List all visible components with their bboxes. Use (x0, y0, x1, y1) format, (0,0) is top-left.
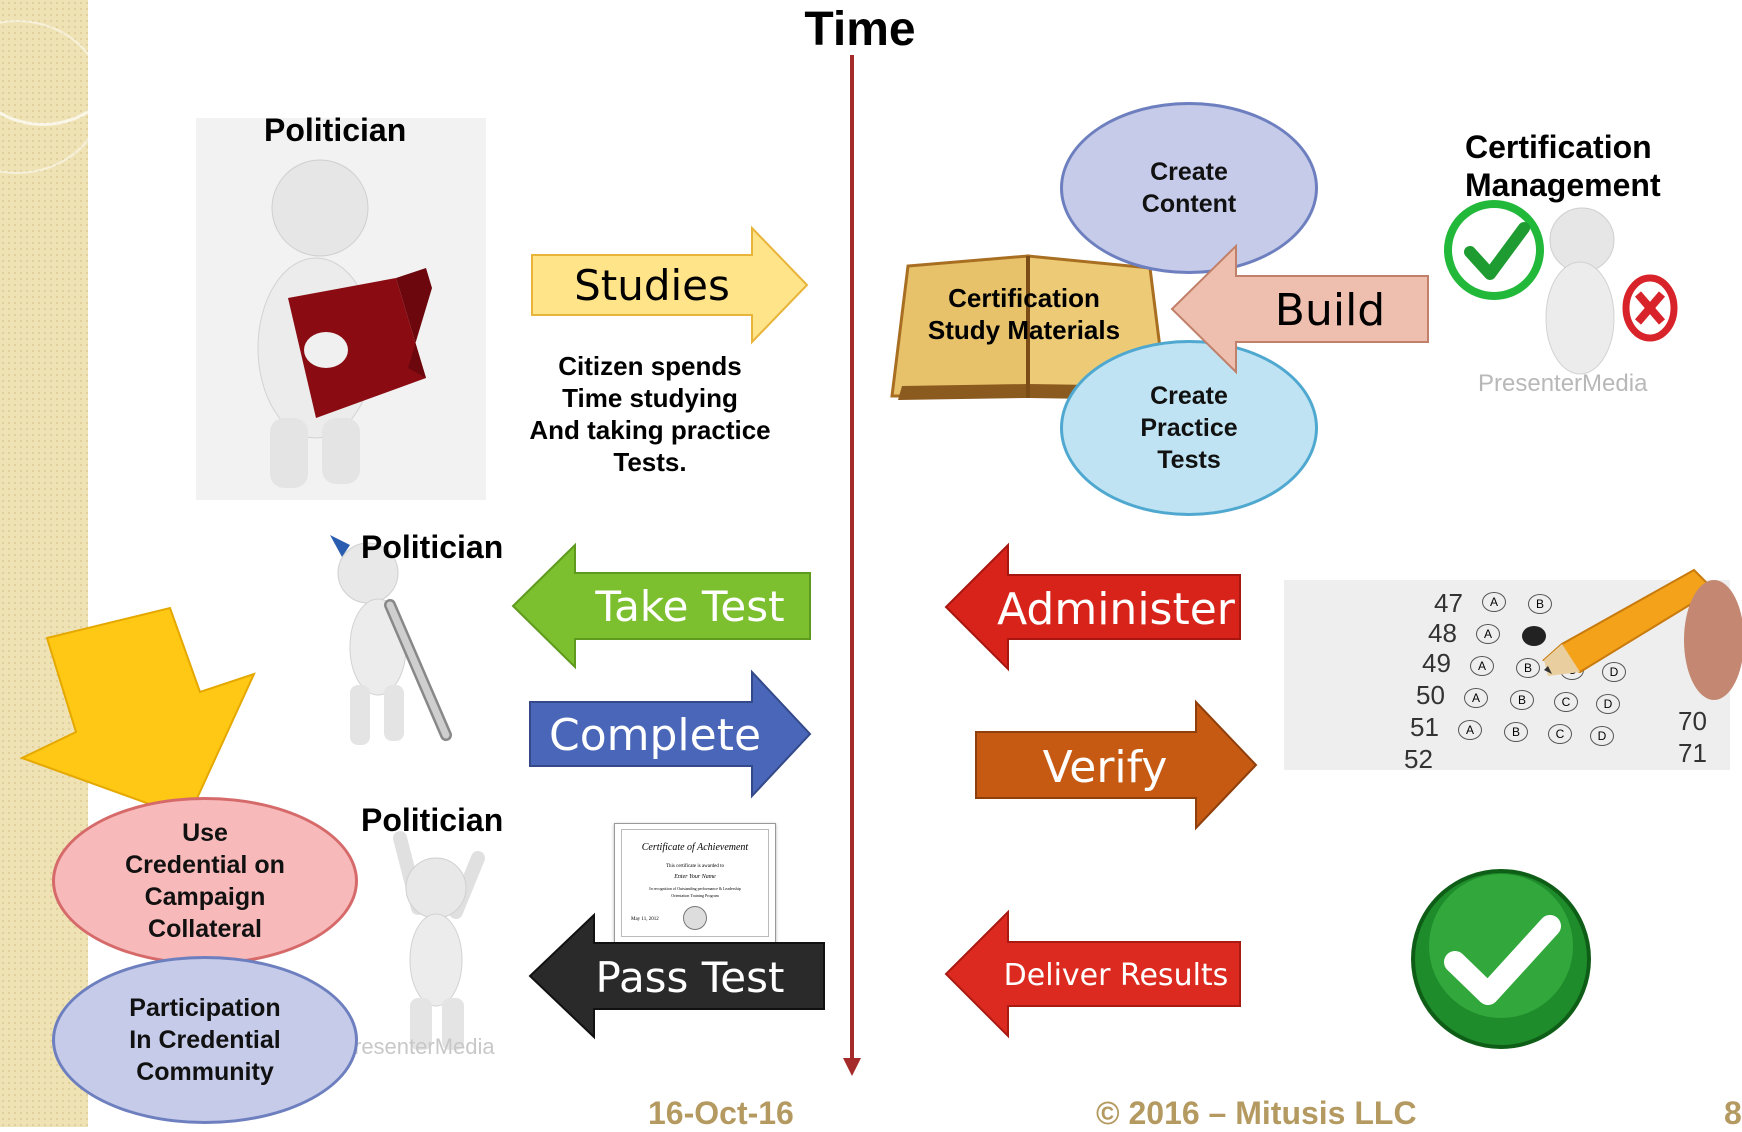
bubble: A (1476, 624, 1500, 644)
certificate-image: Certificate of Achievement This certific… (614, 823, 776, 943)
certificate-line: Orientation Training Program (671, 893, 719, 898)
bubble: A (1470, 656, 1494, 676)
page-title: Time (804, 3, 916, 56)
build-arrow-label: Build (1274, 284, 1386, 336)
answer-row-number: 51 (1410, 712, 1439, 742)
politician-label-take-test: Politician (361, 529, 504, 565)
study-book-image (890, 254, 1168, 400)
pass-test-arrow-shape (528, 912, 825, 1040)
yellow-pointer-arrow (19, 606, 256, 820)
take-test-arrow-shape (511, 542, 811, 670)
politician-writing-figure (330, 535, 452, 745)
create-content-line: Content (1141, 190, 1237, 218)
bubble-filled (1522, 626, 1546, 646)
take-test-arrow-label: Take Test (595, 581, 785, 631)
use-credential-ellipse: Use Credential on Campaign Collateral (52, 797, 358, 965)
deliver-results-arrow-label: Deliver Results (1003, 957, 1229, 993)
participation-line: In Credential (129, 1026, 281, 1054)
politician-cheering-figure (393, 831, 485, 1050)
answer-row-number: 49 (1422, 648, 1451, 678)
presentermedia-watermark: PresenterMedia (1478, 370, 1648, 397)
bubble: B (1516, 658, 1540, 678)
studies-arrow-shape (531, 225, 809, 345)
certificate-heading: Certificate of Achievement (641, 842, 749, 853)
certificate-name: Enter Your Name (674, 874, 716, 880)
certificate-date: May 11, 2012 (631, 917, 659, 922)
answer-row-number: 48 (1428, 618, 1457, 648)
use-credential-line: Collateral (148, 915, 262, 943)
study-materials-line: Study Materials (927, 315, 1121, 345)
certificate-line: In recognition of Outstanding performanc… (649, 886, 741, 891)
create-tests-line: Tests (1157, 446, 1221, 474)
bubble: A (1464, 688, 1488, 708)
answer-sheet-image: 47 48 49 50 51 52 A B A A B C D A B C D … (1284, 568, 1742, 774)
caption-line: Tests. (613, 447, 687, 477)
bubble: C (1548, 724, 1572, 744)
bubble: B (1528, 594, 1552, 614)
politician-label-studies: Politician (264, 112, 407, 148)
cert-mgmt-line: Management (1465, 167, 1661, 203)
create-tests-ellipse: Create Practice Tests (1060, 340, 1318, 516)
answer-row-number: 70 (1678, 706, 1707, 736)
certification-management-label: Certification Management (1465, 128, 1661, 204)
create-tests-line: Create (1150, 382, 1228, 410)
complete-arrow-shape (529, 669, 812, 799)
pass-test-arrow-label: Pass Test (595, 952, 785, 1002)
participation-line: Participation (129, 994, 281, 1022)
bubble: D (1596, 694, 1620, 714)
create-content-line: Create (1150, 158, 1228, 186)
verify-arrow-label: Verify (1042, 741, 1168, 793)
footer-date: 16-Oct-16 (648, 1095, 794, 1131)
answer-row-number: 52 (1404, 744, 1433, 774)
answer-row-number: 71 (1678, 738, 1707, 768)
certification-management-figure (1444, 200, 1678, 375)
bubble: A (1458, 720, 1482, 740)
create-content-ellipse: Create Content (1060, 102, 1318, 274)
pencil-icon (1542, 568, 1742, 700)
bubble: A (1482, 592, 1506, 612)
politician-label-pass: Politician (361, 802, 504, 838)
answer-row-number: 47 (1434, 588, 1463, 618)
studies-arrow-label: Studies (574, 260, 730, 310)
politician-reading-figure (257, 159, 432, 488)
caption-line: Citizen spends (558, 351, 742, 381)
presentermedia-watermark: resenterMedia (354, 1034, 495, 1059)
administer-arrow-label: Administer (997, 583, 1235, 635)
bubble: D (1602, 662, 1626, 682)
bubble: C (1554, 692, 1578, 712)
caption-line: Time studying (562, 383, 738, 413)
complete-arrow-label: Complete (548, 709, 762, 761)
verify-arrow-shape (975, 699, 1258, 831)
bubble: D (1590, 726, 1614, 746)
footer-copyright: © 2016 – Mitusis LLC (1096, 1095, 1417, 1131)
decorative-sidebar (0, 0, 88, 1127)
answer-row-number: 50 (1416, 680, 1445, 710)
green-check-icon (1411, 869, 1591, 1049)
deliver-results-arrow-shape (944, 909, 1241, 1039)
certificate-line: This certificate is awarded to (665, 864, 725, 869)
participation-ellipse: Participation In Credential Community (52, 956, 358, 1124)
cert-mgmt-line: Certification (1465, 129, 1652, 165)
build-arrow-shape (1170, 243, 1429, 375)
participation-line: Community (136, 1058, 274, 1086)
administer-arrow-shape (944, 542, 1241, 672)
bubble: B (1504, 722, 1528, 742)
use-credential-line: Credential on (125, 851, 285, 879)
caption-line: And taking practice (529, 415, 771, 445)
bubble: B (1510, 690, 1534, 710)
create-tests-line: Practice (1140, 414, 1238, 442)
use-credential-line: Campaign (144, 883, 266, 911)
study-materials-label: Certification Study Materials (896, 282, 1152, 346)
certificate-seal (683, 906, 707, 930)
study-materials-line: Certification (948, 283, 1100, 313)
footer-page-number: 8 (1724, 1095, 1742, 1131)
use-credential-line: Use (182, 819, 228, 847)
study-caption: Citizen spends Time studying And taking … (495, 350, 805, 478)
